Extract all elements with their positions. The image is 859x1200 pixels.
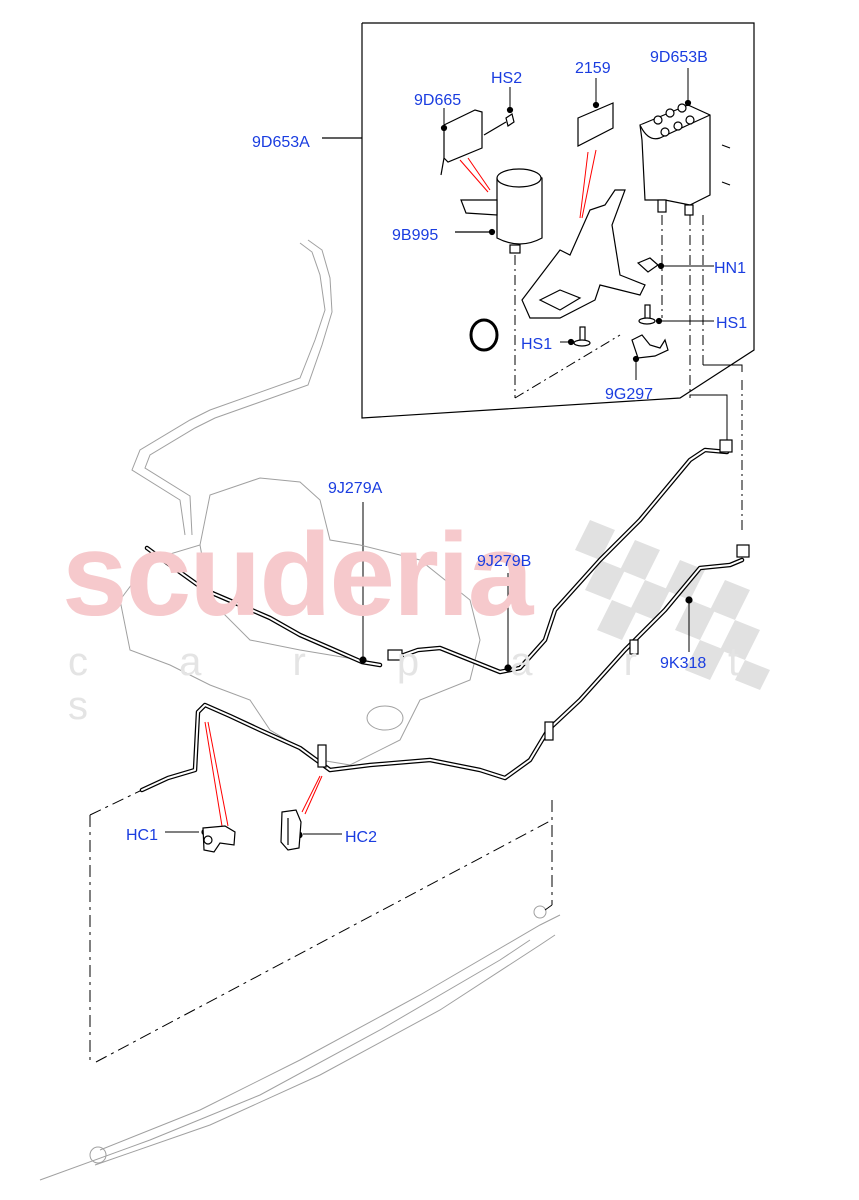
label-HS1-right[interactable]: HS1 (716, 315, 748, 332)
leader-lines (165, 68, 714, 835)
guide-lines (514, 215, 743, 530)
vapour-pipes-inner (141, 449, 743, 791)
pump-9B995 (455, 168, 543, 254)
label-HS1-left[interactable]: HS1 (521, 336, 553, 353)
label-HS2[interactable]: HS2 (491, 70, 523, 87)
heat-shield-ghost (39, 905, 561, 1181)
label-9K318[interactable]: 9K318 (660, 655, 707, 672)
watermark-brand: scuderia (62, 509, 533, 641)
assembly-box (322, 22, 755, 419)
fuel-tank-ghost (119, 239, 481, 766)
label-9D653B[interactable]: 9D653B (650, 49, 708, 66)
label-2159[interactable]: 2159 (575, 60, 611, 77)
canister-9D653B (639, 99, 731, 216)
lower-guide-box (89, 789, 553, 1063)
label-9D665[interactable]: 9D665 (414, 92, 462, 109)
label-HC1[interactable]: HC1 (126, 827, 159, 844)
watermark-flag (575, 520, 770, 690)
pipe-markers (201, 439, 750, 839)
plate-2159 (577, 101, 614, 147)
clip-HC2 (280, 809, 302, 851)
bracket-9D665 (440, 106, 515, 176)
label-9G297[interactable]: 9G297 (605, 386, 654, 403)
label-9B995[interactable]: 9B995 (392, 227, 439, 244)
o-ring (469, 318, 499, 352)
label-9J279B[interactable]: 9J279B (477, 553, 532, 570)
canister-bracket (521, 189, 646, 319)
label-HC2[interactable]: HC2 (345, 829, 378, 846)
label-9D653A[interactable]: 9D653A (252, 134, 310, 151)
label-HN1[interactable]: HN1 (714, 260, 747, 277)
clip-HC1 (202, 825, 236, 853)
red-leader-lines (204, 149, 597, 827)
watermark-tagline: c a r p a r t s (68, 640, 780, 728)
fasteners (567, 257, 669, 363)
label-9J279A[interactable]: 9J279A (328, 480, 383, 497)
